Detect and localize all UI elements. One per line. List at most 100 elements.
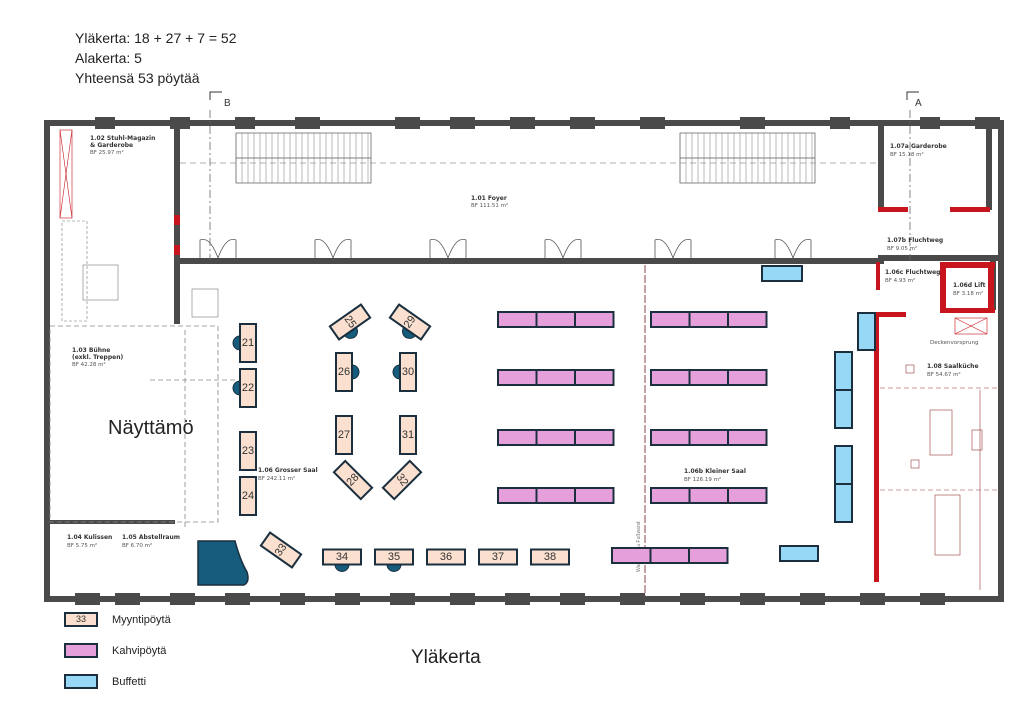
room-area-1-07b: BF 9.05 m² (887, 245, 917, 252)
sales-table-number: 27 (338, 429, 350, 441)
foyer-stair-right (679, 132, 816, 184)
room-label-1-06b: 1.06b Kleiner Saal (684, 468, 746, 475)
legend-swatch-sales: 33 (64, 612, 98, 627)
chair-icon (386, 564, 402, 572)
sales-table-number: 22 (242, 382, 254, 394)
left-stair (61, 220, 219, 322)
sales-table-number: 35 (388, 551, 400, 563)
buffet-table (857, 312, 876, 351)
room-label-1-02-sub: & Garderobe (90, 142, 133, 149)
sales-table: 26 (335, 352, 360, 392)
chair-icon (351, 364, 360, 380)
sales-table: 32 (381, 459, 423, 501)
coffee-tables (497, 311, 768, 564)
room-label-1-06d: 1.06d Lift (953, 282, 986, 289)
sales-table-number: 21 (242, 337, 254, 349)
room-label-1-03: 1.03 Bühne (72, 347, 110, 354)
room-area-1-07a: BF 15.18 m² (890, 151, 924, 158)
sales-table: 38 (530, 548, 570, 566)
coffee-table (650, 311, 768, 328)
sales-table: 34 (322, 548, 362, 572)
coffee-table (497, 487, 615, 504)
sales-tables: 21 22 23 24 25 26 27 28 29 30 31 32 33 34 35 36 37 38 (232, 303, 570, 572)
fire-walls (174, 207, 995, 582)
room-labels: 1.02 Stuhl-Magazin & Garderobe BF 25.97 … (67, 135, 986, 549)
sales-table-number: 23 (242, 445, 254, 457)
foyer-doors (199, 239, 812, 259)
sales-table-number: 31 (402, 429, 414, 441)
room-label-1-06: 1.06 Grosser Saal (258, 467, 318, 474)
buffet-table (834, 351, 853, 391)
sales-table: 24 (239, 476, 257, 516)
sales-table: 23 (239, 431, 257, 471)
room-area-1-06: BF 242.11 m² (258, 475, 295, 482)
section-arrow-a (906, 91, 919, 100)
room-label-1-02: 1.02 Stuhl-Magazin (90, 135, 155, 142)
legend-label-buffet: Buffetti (112, 676, 147, 688)
room-area-1-08: BF 54.67 m² (927, 371, 961, 378)
room-area-1-03: BF 42.28 m² (72, 361, 106, 368)
coffee-table (497, 311, 615, 328)
chair-icon (392, 364, 401, 380)
section-marker-b: B (224, 98, 231, 109)
firewall-label: Wandaufbau Fußwand (636, 521, 642, 572)
room-area-1-06d: BF 3.18 m² (953, 290, 983, 297)
sales-table-number: 33 (273, 542, 290, 559)
buffet-table (779, 545, 819, 562)
sales-table: 33 (259, 531, 303, 569)
chair-icon (334, 564, 350, 572)
building-walls (44, 117, 1004, 605)
ceiling-projection-label: Deckenvorsprung (930, 340, 978, 346)
foyer-stair-left (235, 132, 372, 184)
floor-title: Yläkerta (411, 647, 481, 668)
section-arrow-b (209, 91, 222, 100)
sales-table: 28 (332, 459, 374, 501)
stage-area (49, 325, 235, 530)
legend-label-coffee: Kahvipöytä (112, 645, 167, 657)
coffee-table (497, 429, 615, 446)
sales-table: 25 (328, 303, 372, 341)
room-label-1-08: 1.08 Saalküche (927, 363, 979, 370)
sales-table-number: 24 (242, 490, 254, 502)
sales-table: 29 (388, 303, 432, 341)
sales-table: 35 (374, 548, 414, 572)
sales-table-number: 37 (492, 551, 504, 563)
sales-table: 36 (426, 548, 466, 566)
legend-swatch-coffee (64, 643, 98, 658)
sales-table: 21 (232, 323, 257, 363)
room-area-1-02: BF 25.97 m² (90, 149, 124, 156)
buffet-tables (761, 265, 876, 562)
stage-label: Näyttämö (108, 417, 194, 439)
sales-table-number: 34 (336, 551, 348, 563)
room-label-1-07a: 1.07a Garderobe (890, 143, 947, 150)
sales-table-number: 38 (544, 551, 556, 563)
room-label-1-06c: 1.06c Fluchtweg (885, 269, 940, 276)
legend-label-sales: Myyntipöytä (112, 614, 171, 626)
sales-table-number: 26 (338, 366, 350, 378)
table-count-summary: Yläkerta: 18 + 27 + 7 = 52 Alakerta: 5 Y… (75, 28, 237, 88)
room-area-1-05: BF 6.70 m² (122, 542, 152, 549)
buffet-table (834, 445, 853, 485)
buffet-table (761, 265, 803, 282)
room-label-1-03-sub: (exkl. Treppen) (72, 354, 123, 361)
coffee-table (650, 429, 768, 446)
sales-table: 37 (478, 548, 518, 566)
summary-upper-floor: Yläkerta: 18 + 27 + 7 = 52 (75, 30, 237, 46)
room-label-1-05: 1.05 Abstellraum (122, 534, 180, 541)
room-area-1-04: BF 5.75 m² (67, 542, 97, 549)
sales-table: 30 (392, 352, 417, 392)
sales-table: 22 (232, 368, 257, 408)
coffee-table (650, 487, 768, 504)
kitchen-furniture (880, 364, 998, 590)
chair-icon (232, 335, 241, 351)
sales-table: 31 (399, 415, 417, 455)
coffee-table (497, 369, 615, 386)
summary-lower-floor: Alakerta: 5 (75, 50, 142, 66)
sales-table-number: 32 (394, 472, 411, 489)
coffee-table (611, 547, 729, 564)
sales-table-number: 36 (440, 551, 452, 563)
room-label-1-04: 1.04 Kulissen (67, 534, 112, 541)
buffet-table (834, 389, 853, 429)
room-label-1-01: 1.01 Foyer (471, 195, 507, 202)
storage-x-boxes (59, 129, 988, 335)
